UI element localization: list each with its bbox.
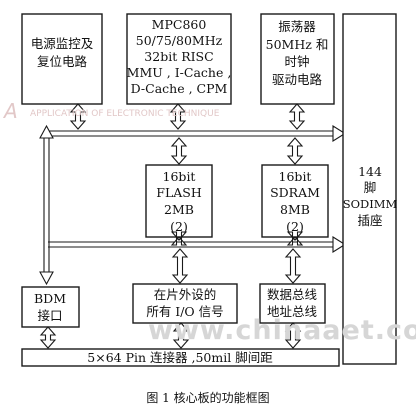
oscillator-label: 振荡器 50MHz 和 时钟 驱动电路 xyxy=(266,19,329,87)
mpc860-label: MPC860 50/75/80MHz 32bit RISC MMU , I-Ca… xyxy=(127,17,232,96)
upper-bus-arrow-right xyxy=(332,125,347,142)
io-label: 在片外设的 所有 I/O 信号 xyxy=(146,287,223,319)
bus-label: 数据总线 地址总线 xyxy=(267,287,318,319)
bdm-label: BDM 接口 xyxy=(34,291,66,323)
oscillator-bus-arrow xyxy=(288,103,306,130)
sdram-line-4: (2) xyxy=(286,219,304,234)
flash-lower-bus-arrow xyxy=(170,231,188,246)
flash-line-4: (2) xyxy=(170,219,188,234)
bus-block xyxy=(259,283,326,324)
bdm-connector-arrow xyxy=(39,326,57,349)
power-monitor-block xyxy=(21,13,103,105)
io-bus-arrow xyxy=(171,248,189,284)
sdram-line-2: SDRAM xyxy=(270,185,320,200)
bus-block-arrow xyxy=(284,248,302,284)
oscillator-line-4: 驱动电路 xyxy=(272,72,323,87)
io-line-2: 所有 I/O 信号 xyxy=(146,304,223,319)
sdram-line-1: 16bit xyxy=(279,169,312,184)
power-monitor-bus-arrow xyxy=(69,103,87,130)
bus-line-2: 地址总线 xyxy=(267,304,318,319)
sdram-label: 16bit SDRAM 8MB (2) xyxy=(270,169,320,234)
left-bus-arrow-up xyxy=(39,124,54,139)
flash-line-2: FLASH xyxy=(156,185,202,200)
watermark-site: www.chinaaet.com xyxy=(148,315,416,346)
left-bus-arrow-down xyxy=(39,271,54,286)
power-monitor-line-1: 电源监控及 xyxy=(31,36,94,51)
mpc860-bus-arrow xyxy=(169,103,187,130)
sdram-line-3: 8MB xyxy=(280,202,310,217)
flash-label: 16bit FLASH 2MB (2) xyxy=(156,169,202,234)
figure-caption: 图 1 核心板的功能框图 xyxy=(146,390,269,405)
power-monitor-label: 电源监控及 复位电路 xyxy=(31,36,94,69)
oscillator-line-3: 时钟 xyxy=(284,54,309,69)
bus-line-1: 数据总线 xyxy=(267,287,318,302)
flash-line-3: 2MB xyxy=(164,202,194,217)
bdm-line-1: BDM xyxy=(34,291,66,306)
connector-block xyxy=(21,348,340,367)
double-arrows xyxy=(39,103,306,349)
mpc860-line-2: 50/75/80MHz xyxy=(136,33,223,48)
flash-upper-bus-arrow xyxy=(170,137,188,165)
mpc860-block xyxy=(126,13,232,105)
sodimm-line-3: SODIMM xyxy=(343,197,398,211)
bus-connector-arrow xyxy=(284,322,302,349)
flash-block xyxy=(145,164,213,238)
mpc860-line-1: MPC860 xyxy=(152,17,207,32)
sodimm-line-4: 插座 xyxy=(357,213,382,228)
oscillator-line-1: 振荡器 xyxy=(278,19,316,34)
bdm-line-2: 接口 xyxy=(37,308,62,323)
mpc860-line-3: 32bit RISC xyxy=(144,49,213,64)
bdm-block xyxy=(21,286,80,328)
sdram-lower-bus-arrow xyxy=(286,231,304,246)
sdram-block xyxy=(261,164,329,238)
sdram-upper-bus-arrow xyxy=(286,137,304,165)
oscillator-line-2: 50MHz 和 xyxy=(266,37,329,52)
sodimm-line-1: 144 xyxy=(358,164,382,179)
io-line-1: 在片外设的 xyxy=(154,287,217,302)
sodimm-label: 144 脚 SODIMM 插座 xyxy=(343,164,398,228)
io-connector-arrow xyxy=(172,322,190,349)
io-block xyxy=(132,283,238,324)
power-monitor-line-2: 复位电路 xyxy=(37,54,88,69)
bus-lines xyxy=(43,130,336,272)
watermark-logo-letter: A xyxy=(2,99,18,123)
mpc860-line-4: MMU , I-Cache , xyxy=(127,65,232,80)
connector-label: 5×64 Pin 连接器 ,50mil 脚间距 xyxy=(87,350,272,365)
lower-bus-arrow-right xyxy=(332,236,347,253)
watermark-logo: A APPLICATION OF ELECTRONIC TECHNIQUE xyxy=(2,99,220,123)
flash-line-1: 16bit xyxy=(163,169,196,184)
sodimm-block xyxy=(342,13,397,365)
mpc860-line-5: D-Cache , CPM xyxy=(131,81,228,96)
sodimm-line-2: 脚 xyxy=(364,180,377,195)
watermark-logo-text: APPLICATION OF ELECTRONIC TECHNIQUE xyxy=(30,109,220,119)
